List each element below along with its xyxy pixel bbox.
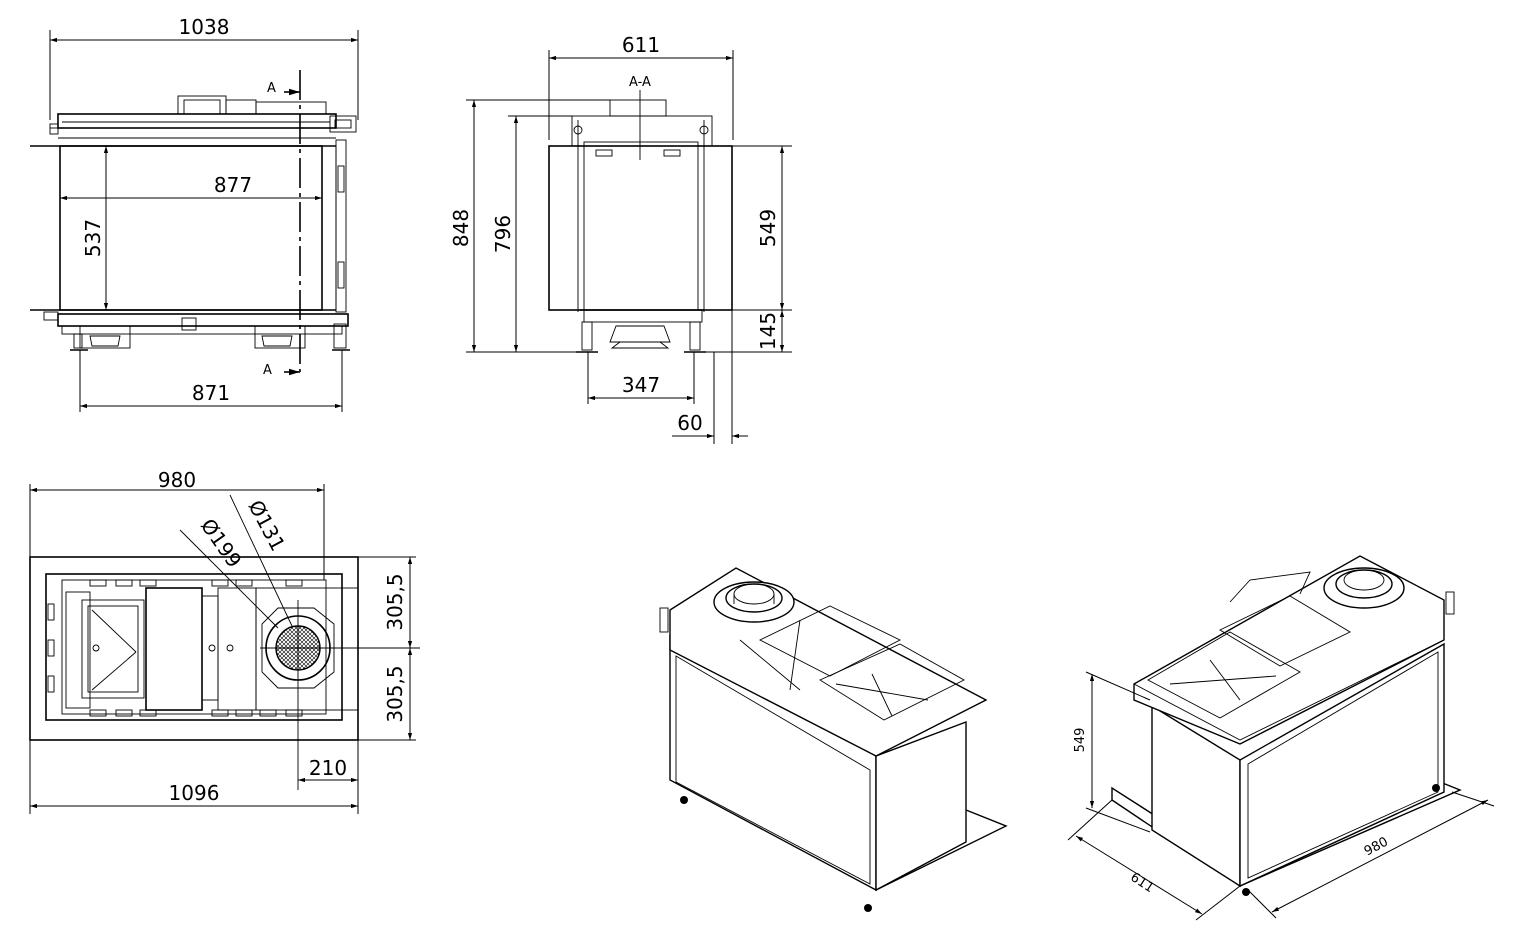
side-section-view: 611 A-A 848 796 [449,33,792,444]
dim-overall-width: 1038 [179,15,230,39]
isometric-view-left [659,567,1008,912]
dim-glass-width: 877 [214,173,252,197]
section-label: A-A [629,75,651,90]
front-view: 1038 877 537 [30,15,359,412]
dim-glass-height-side: 549 [756,209,780,247]
section-marker-bottom: A [263,363,272,378]
dim-half-depth-bottom: 305,5 [383,665,407,722]
dim-half-depth-top: 305,5 [383,573,407,630]
dim-body-height: 796 [491,215,515,253]
dim-total-length: 1096 [169,781,220,805]
iso-dim-height: 549 [1073,728,1088,753]
isometric-view-right: 549 611 980 [1067,555,1495,921]
dim-flue-offset: 210 [309,756,347,780]
dim-feet-spacing: 347 [622,373,660,397]
top-view: 980 [29,468,420,814]
dim-glass-length: 980 [158,468,196,492]
dim-base-height: 145 [756,312,780,350]
dim-depth: 611 [622,33,660,57]
dim-offset: 60 [677,411,702,435]
iso-dim-length: 980 [1362,834,1391,859]
dim-outer-flue: Ø199 [196,514,247,572]
dim-glass-height: 537 [81,219,105,257]
dim-inner-flue: Ø131 [244,496,291,555]
dim-base-width: 871 [192,381,230,405]
iso-dim-depth: 611 [1127,870,1156,896]
dim-total-height: 848 [449,209,473,247]
section-marker-top: A [267,81,276,96]
